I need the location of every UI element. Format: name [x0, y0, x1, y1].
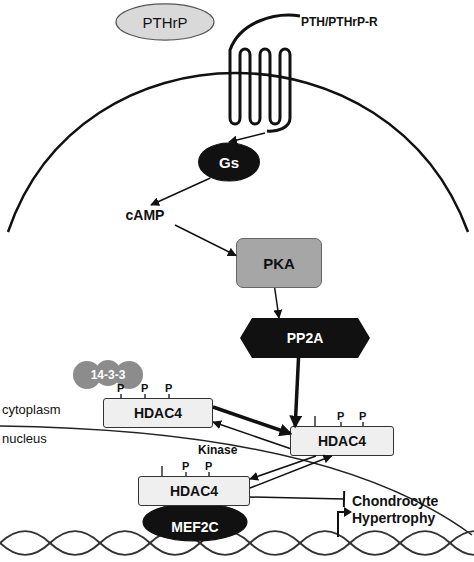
dna-strand [0, 531, 474, 555]
node-text: cAMP [126, 207, 165, 224]
protein-box: HDAC4 [290, 426, 394, 456]
g-protein-ellipse: Gs [198, 142, 260, 182]
node-text: HDAC4 [170, 483, 218, 500]
node-text: 14-3-3 [91, 367, 126, 384]
inhibition-bar [343, 491, 345, 507]
node-text: HDAC4 [318, 433, 366, 450]
arrow-connector [250, 456, 332, 488]
transcription-factor-ellipse: MEF2C [142, 502, 248, 542]
compartment-label: cytoplasm [2, 402, 61, 417]
phosphate-mark: P [141, 382, 148, 394]
node-text: MEF2C [171, 519, 218, 536]
node-text: PTHrP [143, 14, 188, 31]
phosphate-mark: P [359, 410, 366, 422]
arrow-connector [151, 178, 210, 205]
node-text: PP2A [287, 330, 324, 347]
arrow-connector [213, 407, 290, 434]
phosphate-mark: P [117, 382, 124, 394]
inhibition-connector [250, 497, 344, 499]
compartment-label: nucleus [2, 431, 47, 446]
arrow-connector [295, 358, 298, 426]
transcription-arrowhead [344, 507, 352, 517]
node-text: PTH/PTHrP-R [301, 14, 378, 31]
outcome-text: Chondrocyte Hypertrophy [352, 492, 470, 528]
protein-box: HDAC4 [103, 398, 213, 428]
protein-box: HDAC4 [138, 476, 250, 506]
node-text: Chondrocyte Hypertrophy [352, 493, 470, 527]
node-text: PKA [263, 255, 295, 272]
arrow-connector [229, 133, 265, 142]
receptor-node: PTH/PTHrP-R [205, 8, 405, 133]
phosphate-mark: P [337, 410, 344, 422]
phosphate-mark: P [205, 460, 212, 472]
edge-label: Kinase [198, 443, 237, 457]
cell-membrane [8, 73, 468, 232]
arrow-connector [275, 288, 279, 318]
node-text: HDAC4 [134, 405, 182, 422]
kinase-box: PKA [236, 238, 322, 288]
node-text: Gs [219, 154, 239, 171]
arrow-connector [250, 456, 316, 479]
phosphate-mark: P [165, 382, 172, 394]
dna-strand [0, 531, 474, 555]
protein-cluster-node: 14-3-3 [72, 360, 144, 390]
phosphate-mark: P [182, 460, 189, 472]
messenger-text: cAMP [115, 205, 175, 225]
arrow-connector [175, 225, 236, 256]
ligand-ellipse: PTHrP [115, 3, 215, 41]
phosphatase-hexagon: PP2A [240, 318, 370, 358]
